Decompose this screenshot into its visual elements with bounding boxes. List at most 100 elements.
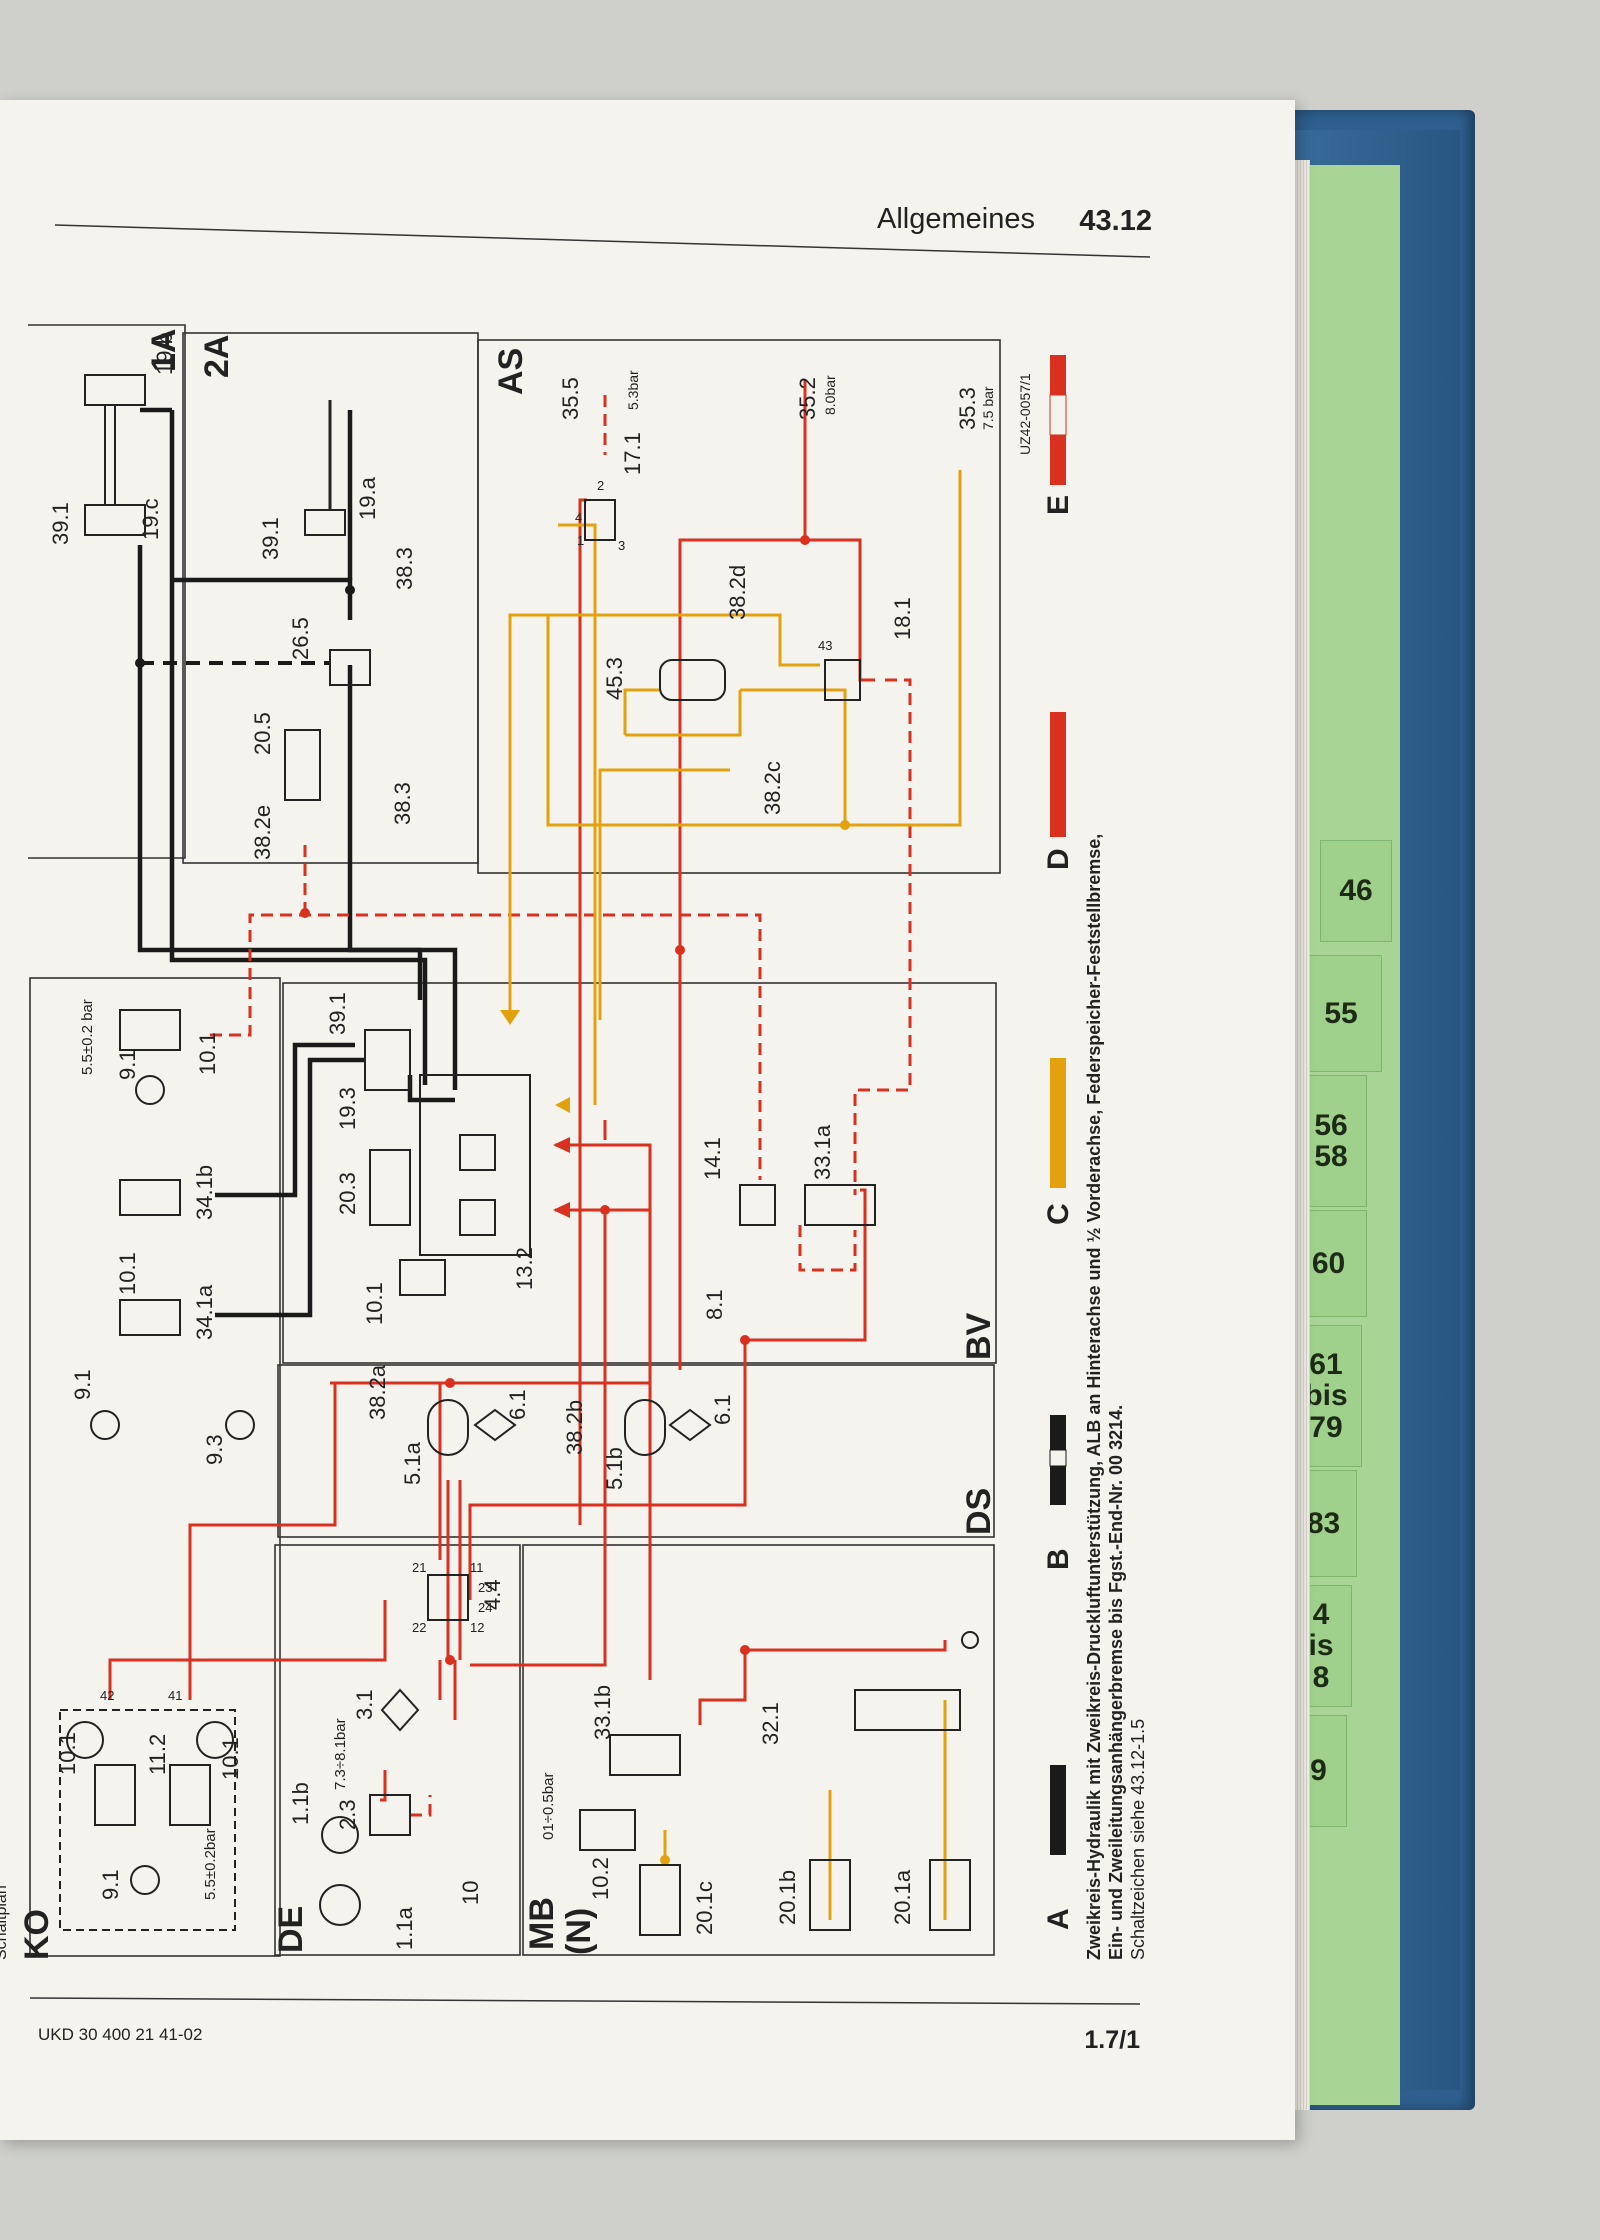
red-junctions <box>300 535 810 1665</box>
cylinder-19b <box>84 374 146 406</box>
legend-swatch-d <box>1050 712 1066 837</box>
label-17-1: 17.1 <box>620 432 645 475</box>
legend-letter-b: B <box>1042 1548 1075 1570</box>
protection-valve-4-4 <box>427 1574 469 1621</box>
drawing-reference: UZ42-0057/1 <box>1017 373 1033 455</box>
port-22: 22 <box>412 1620 426 1635</box>
label-5-1a: 5.1a <box>400 1441 425 1485</box>
label-8-1: 8.1 <box>702 1289 727 1320</box>
zone-frames <box>28 324 1001 1957</box>
zone-label-ko: KO <box>18 1909 56 1960</box>
warning-lamp-9-1a <box>135 1075 165 1105</box>
legend-letter-d: D <box>1042 848 1075 870</box>
label-20-1c: 20.1c <box>692 1881 717 1935</box>
flow-arrow <box>553 1202 570 1218</box>
pressure-switch-10-2 <box>579 1809 636 1851</box>
label-3-1: 3.1 <box>352 1689 377 1720</box>
label-38-2a: 38.2a <box>365 1364 390 1420</box>
relay-valve-39-1 <box>364 1029 411 1091</box>
header-section: 43.12 <box>1079 205 1152 237</box>
zone-label-mb: MB <box>523 1897 561 1950</box>
flow-arrow <box>555 1097 570 1113</box>
port-24: 24 <box>478 1600 492 1615</box>
port-11: 11 <box>470 1560 484 1575</box>
reservoir-5-1a <box>427 1399 469 1456</box>
switch-left <box>94 1764 136 1826</box>
gauge-10-1e <box>196 1721 234 1759</box>
label-19b: 19.b <box>152 332 177 375</box>
legend-letter-a: A <box>1042 1908 1075 1930</box>
regulator-7-3 <box>369 1794 411 1836</box>
label-2-3: 2.3 <box>335 1799 360 1830</box>
footer-page-no: 1.7/1 <box>1084 2026 1140 2054</box>
port-3: 3 <box>618 538 625 553</box>
zone-box-ko <box>29 977 281 1957</box>
legend: A B C D E <box>1042 355 1075 1930</box>
filter-6-1a <box>473 1408 517 1442</box>
zone-label-1a: 1A <box>145 329 183 372</box>
flow-arrow <box>500 1010 520 1025</box>
label-38-2b: 38.2b <box>562 1400 587 1455</box>
label-5-1b: 5.1b <box>602 1447 627 1490</box>
spring-actuator-20-5 <box>284 729 321 801</box>
label-9-3: 9.3 <box>202 1434 227 1465</box>
label-7-5bar: 7.5 bar <box>980 386 996 430</box>
junction <box>135 658 145 668</box>
port-2: 2 <box>597 478 604 493</box>
zone-box-ds <box>277 1364 995 1538</box>
label-38-3a: 38.3 <box>392 547 417 590</box>
label-38-3b: 38.3 <box>390 782 415 825</box>
port-21: 21 <box>412 1560 426 1575</box>
label-39-1a: 39.1 <box>48 502 73 545</box>
valve-26-5 <box>329 649 371 686</box>
label-38-2d: 38.2d <box>725 565 750 620</box>
tab-46[interactable]: 46 <box>1320 840 1392 942</box>
label-33-1b: 33.1b <box>590 1685 615 1740</box>
caption-line-3: Schaltzeichen siehe 43.12-1.5 <box>1128 1719 1148 1960</box>
warning-lamp-9-1c <box>130 1865 160 1895</box>
cylinder-19c <box>84 504 146 536</box>
flow-arrow <box>553 1137 570 1153</box>
label-14-1: 14.1 <box>700 1137 725 1180</box>
pressure-switch-34-1b <box>119 1179 181 1216</box>
zone-label-2a: 2A <box>198 335 236 378</box>
label-10-1e: 10.1 <box>218 1737 243 1780</box>
label-5-5bar-b: 5.5±0.2bar <box>202 1828 219 1900</box>
label-13-2: 13.2 <box>512 1247 537 1290</box>
legend-swatch-a <box>1050 1765 1066 1855</box>
zone-box-as <box>477 339 1001 874</box>
zone-box-de <box>274 1544 521 1956</box>
label-45-3: 45.3 <box>602 657 627 700</box>
valve-33-1a <box>804 1184 876 1226</box>
footer-doc-no: UKD 30 400 21 41-02 <box>38 2025 202 2044</box>
spring-chamber-20-1c <box>639 1864 681 1936</box>
zone-box-1a <box>28 324 186 859</box>
manual-page: Allgemeines 43.12 UKD 30 400 21 41-02 1.… <box>0 100 1295 2140</box>
label-6-1a: 6.1 <box>505 1389 530 1420</box>
red-dashed-lines <box>210 395 912 1817</box>
coupling-head <box>961 1631 979 1649</box>
yellow-air-lines <box>508 470 962 1920</box>
label-26-5: 26.5 <box>288 617 313 660</box>
label-9-1b: 9.1 <box>70 1369 95 1400</box>
label-19c: 19.c <box>138 498 163 540</box>
hand-valve-32-1 <box>854 1689 961 1731</box>
legend-letter-c: C <box>1042 1203 1075 1225</box>
label-19-3: 19.3 <box>335 1087 360 1130</box>
label-7-3: 7.3÷8.1bar <box>332 1718 349 1790</box>
label-10-1d: 10.1 <box>55 1732 80 1775</box>
port-1: 1 <box>577 533 584 548</box>
label-38-2e: 38.2e <box>250 805 275 860</box>
pressure-switch-10-1a <box>119 1009 181 1051</box>
valve-18-1 <box>824 659 861 701</box>
zone-label-mb-n: (N) <box>560 1908 598 1955</box>
label-1-1b: 1.1b <box>288 1782 313 1825</box>
label-8bar: 8.0bar <box>822 375 838 415</box>
zone-label-ds: DS <box>960 1488 998 1535</box>
label-10-2: 10.2 <box>588 1857 613 1900</box>
port-42: 42 <box>100 1688 114 1703</box>
label-9-1c: 9.1 <box>98 1869 123 1900</box>
switch-right <box>169 1764 211 1826</box>
tab-55[interactable]: 55 <box>1300 955 1382 1072</box>
label-0-5bar: 01÷0.5bar <box>540 1773 557 1840</box>
